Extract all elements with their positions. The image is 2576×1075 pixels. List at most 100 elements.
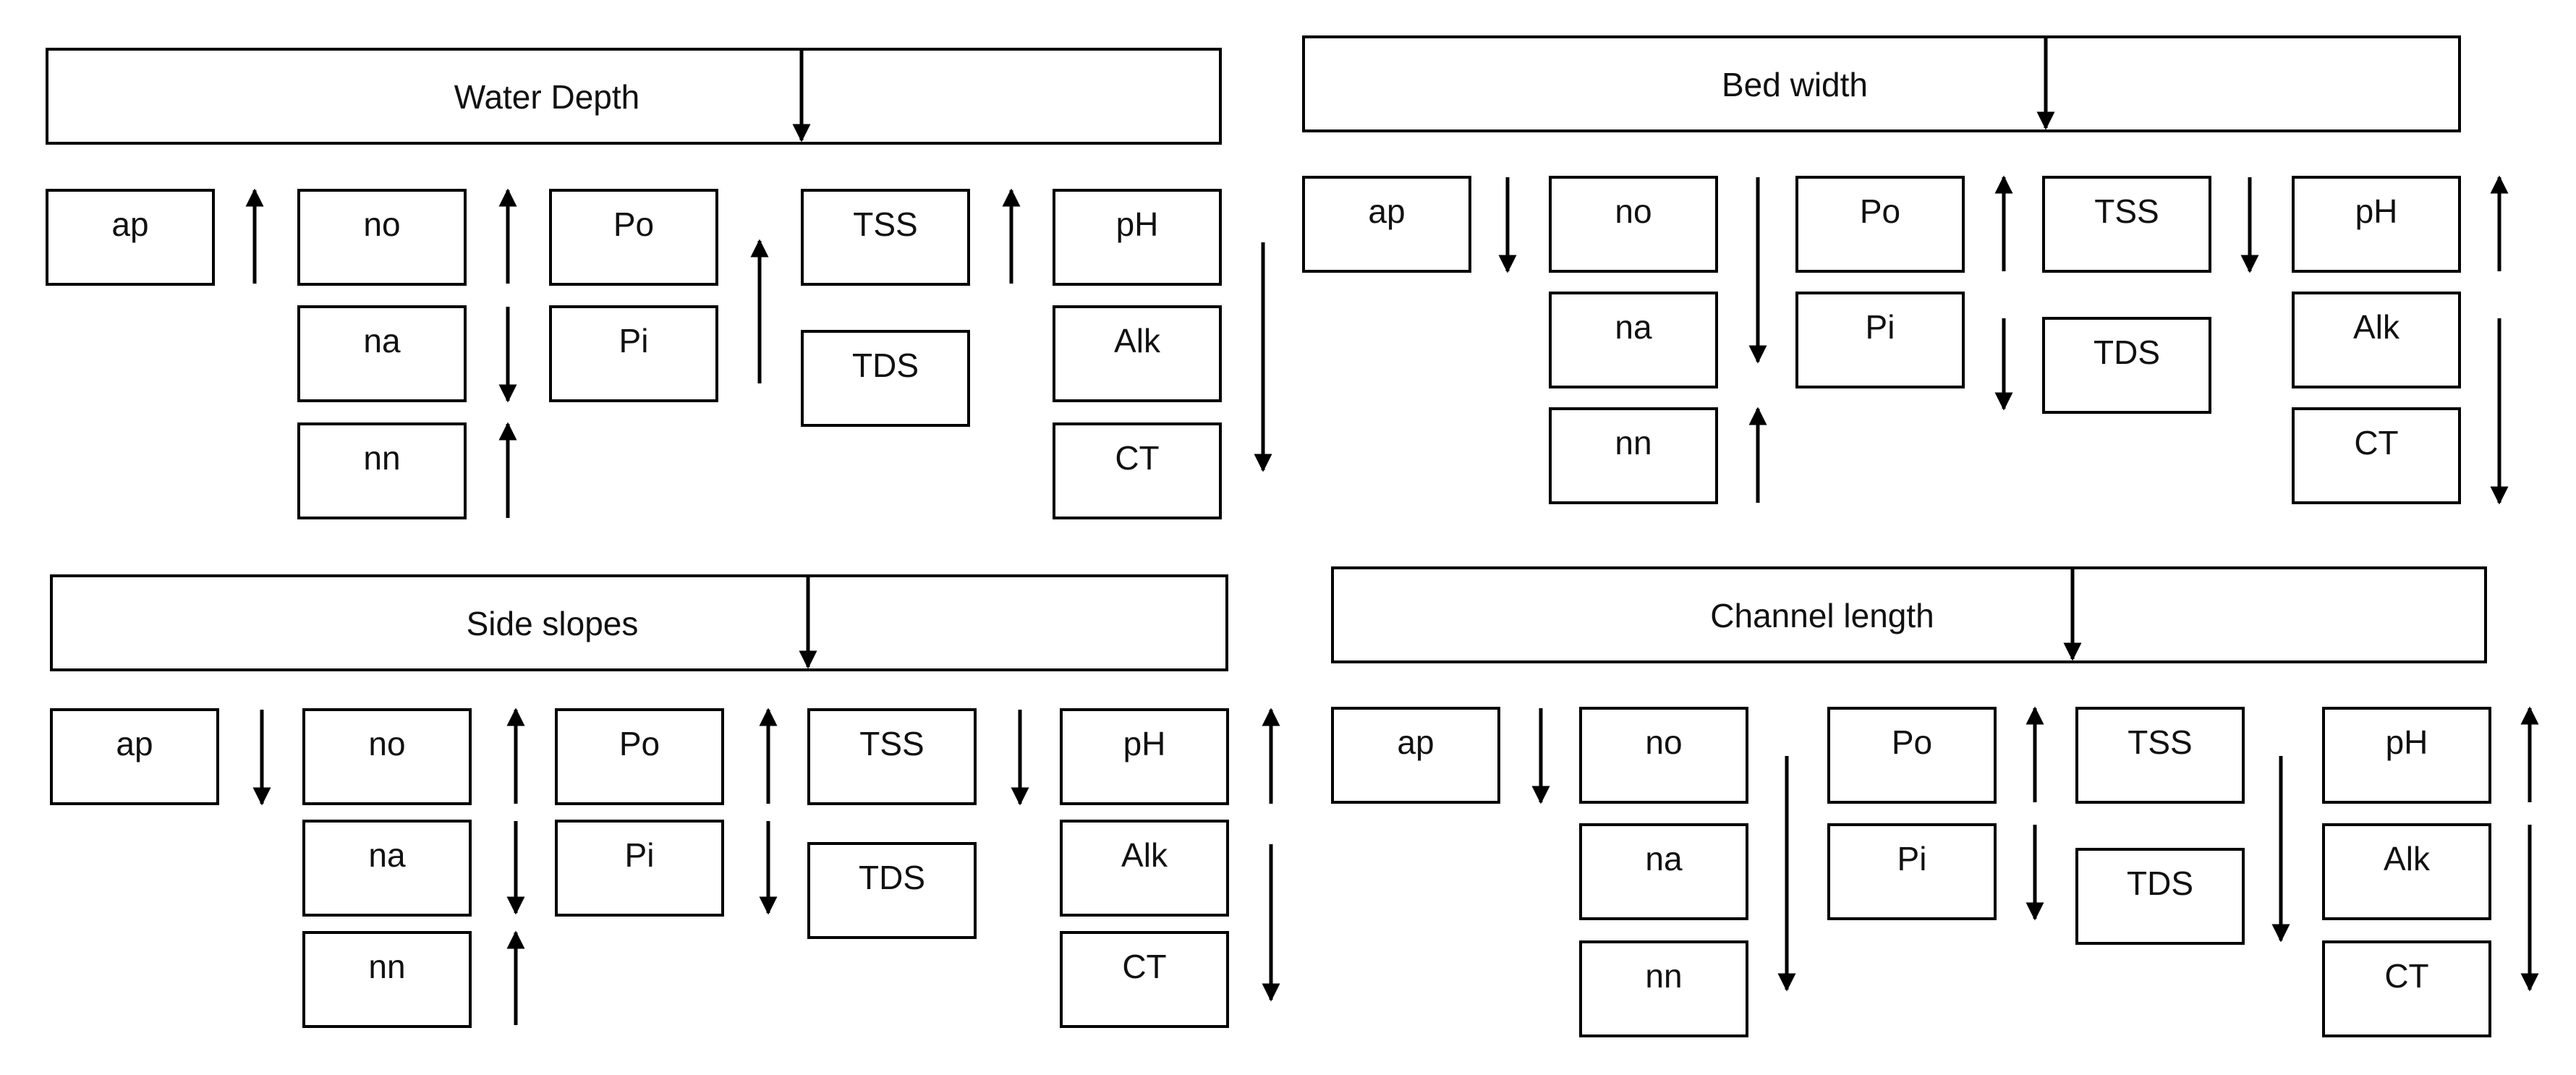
box-ap bbox=[46, 189, 215, 286]
box-label-na: na bbox=[363, 322, 401, 360]
box-pi bbox=[555, 820, 724, 917]
box-no bbox=[1549, 176, 1718, 273]
box-ph bbox=[1060, 708, 1229, 805]
box-label-tss: TSS bbox=[2094, 192, 2159, 230]
box-label-ct: CT bbox=[2384, 957, 2428, 995]
header-box bbox=[50, 574, 1228, 671]
box-label-ph: pH bbox=[1116, 205, 1159, 243]
header-label: Water Depth bbox=[454, 78, 640, 116]
box-label-po: Po bbox=[1892, 723, 1932, 761]
box-ph bbox=[2322, 707, 2491, 804]
box-label-na: na bbox=[1615, 308, 1652, 346]
box-alk bbox=[1053, 305, 1222, 402]
box-label-alk: Alk bbox=[1121, 836, 1168, 874]
box-no bbox=[297, 189, 467, 286]
box-label-pi: Pi bbox=[625, 836, 655, 874]
box-nn bbox=[302, 931, 472, 1028]
box-label-tds: TDS bbox=[2093, 333, 2160, 371]
box-label-alk: Alk bbox=[2353, 308, 2400, 346]
box-label-ct: CT bbox=[2354, 424, 2398, 462]
header-label: Bed width bbox=[1722, 66, 1868, 103]
box-alk bbox=[2322, 823, 2491, 920]
box-pi bbox=[1827, 823, 1997, 920]
box-label-tss: TSS bbox=[859, 725, 924, 762]
box-tds bbox=[807, 842, 977, 939]
box-tds bbox=[801, 330, 970, 427]
box-label-no: no bbox=[1615, 192, 1652, 230]
box-ct bbox=[1053, 422, 1222, 519]
box-label-ct: CT bbox=[1122, 948, 1166, 985]
box-no bbox=[1579, 707, 1748, 804]
box-na bbox=[297, 305, 467, 402]
box-ct bbox=[2292, 407, 2461, 504]
box-label-nn: nn bbox=[1615, 424, 1652, 462]
box-nn bbox=[1579, 940, 1748, 1037]
box-label-no: no bbox=[368, 725, 405, 762]
box-label-ap: ap bbox=[111, 205, 148, 243]
box-label-tds: TDS bbox=[2127, 864, 2193, 902]
box-label-tss: TSS bbox=[2127, 723, 2192, 761]
header-box bbox=[1302, 35, 2461, 132]
box-label-na: na bbox=[368, 836, 406, 874]
box-tss bbox=[2075, 707, 2245, 804]
box-label-ph: pH bbox=[2355, 192, 2398, 230]
box-label-na: na bbox=[1645, 840, 1683, 878]
box-ph bbox=[2292, 176, 2461, 273]
box-label-po: Po bbox=[619, 725, 660, 762]
box-label-no: no bbox=[1645, 723, 1682, 761]
box-na bbox=[1579, 823, 1748, 920]
box-po bbox=[555, 708, 724, 805]
box-tds bbox=[2042, 317, 2211, 414]
box-tss bbox=[801, 189, 970, 286]
box-na bbox=[1549, 292, 1718, 388]
box-ap bbox=[50, 708, 219, 805]
box-tds bbox=[2075, 848, 2245, 945]
box-nn bbox=[297, 422, 467, 519]
header-label: Side slopes bbox=[467, 605, 639, 642]
box-ct bbox=[1060, 931, 1229, 1028]
box-ap bbox=[1302, 176, 1471, 273]
box-label-tds: TDS bbox=[852, 347, 919, 384]
box-tss bbox=[807, 708, 977, 805]
box-alk bbox=[2292, 292, 2461, 388]
box-po bbox=[1827, 707, 1997, 804]
box-tss bbox=[2042, 176, 2211, 273]
box-label-alk: Alk bbox=[1114, 322, 1161, 360]
box-label-tss: TSS bbox=[853, 205, 917, 243]
box-pi bbox=[1795, 292, 1965, 388]
box-na bbox=[302, 820, 472, 917]
box-label-pi: Pi bbox=[619, 322, 649, 360]
box-label-tds: TDS bbox=[859, 859, 925, 896]
box-label-ph: pH bbox=[2386, 723, 2428, 761]
box-label-po: Po bbox=[1860, 192, 1900, 230]
box-label-alk: Alk bbox=[2384, 840, 2431, 878]
header-label: Channel length bbox=[1710, 597, 1934, 634]
box-label-ph: pH bbox=[1123, 725, 1166, 762]
box-label-nn: nn bbox=[368, 948, 405, 985]
box-po bbox=[549, 189, 718, 286]
box-label-ap: ap bbox=[1368, 192, 1405, 230]
header-box bbox=[46, 48, 1222, 145]
box-label-no: no bbox=[363, 205, 400, 243]
box-po bbox=[1795, 176, 1965, 273]
box-ct bbox=[2322, 940, 2491, 1037]
header-box bbox=[1331, 566, 2487, 663]
box-ap bbox=[1331, 707, 1500, 804]
box-label-ap: ap bbox=[1397, 723, 1434, 761]
box-label-nn: nn bbox=[1645, 957, 1682, 995]
box-ph bbox=[1053, 189, 1222, 286]
box-label-nn: nn bbox=[363, 439, 400, 477]
box-nn bbox=[1549, 407, 1718, 504]
box-label-ct: CT bbox=[1115, 439, 1159, 477]
box-alk bbox=[1060, 820, 1229, 917]
box-label-pi: Pi bbox=[1866, 308, 1895, 346]
box-label-po: Po bbox=[613, 205, 654, 243]
box-pi bbox=[549, 305, 718, 402]
box-label-ap: ap bbox=[116, 725, 153, 762]
box-no bbox=[302, 708, 472, 805]
